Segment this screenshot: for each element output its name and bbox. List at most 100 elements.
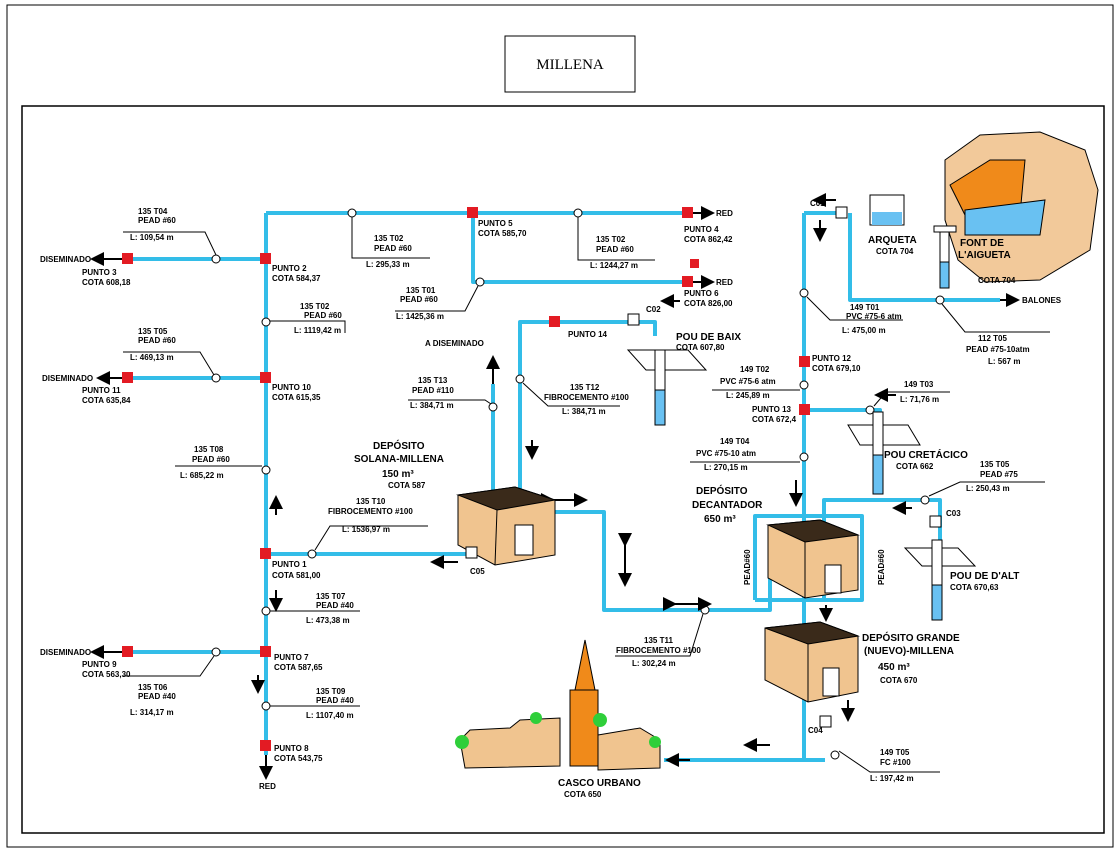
label-punto11: PUNTO 11 <box>82 386 121 395</box>
tramo-t11-l3: L: 302,24 m <box>632 659 676 668</box>
label-c04: C04 <box>808 726 823 735</box>
label-pou-baix: POU DE BAIX <box>676 332 741 343</box>
leader-t12 <box>522 382 620 407</box>
label-punto7: PUNTO 7 <box>274 653 309 662</box>
node-punto10 <box>260 372 271 383</box>
tramo-t02c-l2: PEAD #60 <box>304 311 342 320</box>
flow-arrows <box>90 193 1020 780</box>
label-dep-solana-4: COTA 587 <box>388 481 426 490</box>
tramo-t08-l2: PEAD #60 <box>192 455 230 464</box>
pipe-balones <box>848 213 1000 302</box>
tramo-t04b-l2: PVC #75-10 atm <box>696 449 756 458</box>
tramo-t04a-l2: PEAD #60 <box>138 216 176 225</box>
label-dep-grande-1: DEPÓSITO GRANDE <box>862 631 960 644</box>
label-punto12-cota: COTA 679,10 <box>812 364 861 373</box>
label-red-1: RED <box>716 209 733 218</box>
label-peadgo-2: PEAD#60 <box>877 549 886 585</box>
page-border <box>6 4 1114 848</box>
tramo-t05d-l3: L: 197,42 m <box>870 774 914 783</box>
label-arqueta-cota: COTA 704 <box>876 247 914 256</box>
node-punto6 <box>682 276 693 287</box>
tramo-t02a-l3: L: 295,33 m <box>366 260 410 269</box>
c01-box <box>835 206 848 219</box>
tramo-t09-l2: PEAD #40 <box>316 696 354 705</box>
label-punto11-cota: COTA 635,84 <box>82 396 131 405</box>
marker-t02a <box>347 208 357 218</box>
node-punto3 <box>122 253 133 264</box>
tramo-t03-l1: 149 T03 <box>904 380 934 389</box>
tramo-t03-l3: L: 71,76 m <box>900 395 939 404</box>
label-dep-grande-3: 450 m³ <box>878 662 910 673</box>
tramo-t12-l1: 135 T12 <box>570 383 600 392</box>
leader-t01b <box>806 296 903 321</box>
label-c02: C02 <box>646 305 661 314</box>
leader-t05d <box>838 750 940 773</box>
tramo-t01b-l3: L: 475,00 m <box>842 326 886 335</box>
diagram-title: MILLENA <box>536 57 604 73</box>
pipes <box>130 211 1000 762</box>
marker-t03 <box>865 405 875 415</box>
tramo-t05d-l1: 149 T05 <box>880 748 910 757</box>
label-dep-decant-3: 650 m³ <box>704 514 736 525</box>
marker-t10 <box>307 549 317 559</box>
label-c03: C03 <box>946 509 961 518</box>
c03-box <box>929 515 942 528</box>
tramo-t05a-l1: 135 T05 <box>138 327 168 336</box>
tramo-t12-l3: L: 384,71 m <box>562 407 606 416</box>
label-red-2: RED <box>716 278 733 287</box>
label-dep-decant-1: DEPÓSITO <box>696 484 748 497</box>
tramo-t13-l1: 135 T13 <box>418 376 448 385</box>
casco-urbano <box>455 639 661 771</box>
tramo-t07-l1: 135 T07 <box>316 592 346 601</box>
label-punto13: PUNTO 13 <box>752 405 792 414</box>
tramo-t13-l2: PEAD #110 <box>412 386 454 395</box>
nodes <box>122 207 810 751</box>
label-font-cota: COTA 704 <box>978 276 1016 285</box>
label-balones: BALONES <box>1022 296 1062 305</box>
tramo-t04b-l1: 149 T04 <box>720 437 750 446</box>
leader-t02c <box>270 320 346 333</box>
marker-t07 <box>261 606 271 616</box>
font-aigueta <box>933 131 1099 289</box>
tramo-t06-l2: PEAD #40 <box>138 692 176 701</box>
label-punto8-cota: COTA 543,75 <box>274 754 323 763</box>
tramo-t01a-l2: PEAD #60 <box>400 295 438 304</box>
label-red-3: RED <box>259 782 276 791</box>
label-pou-alt: POU DE D'ALT <box>950 571 1019 582</box>
leader-t10 <box>314 525 428 551</box>
marker-t04 <box>211 254 221 264</box>
label-punto9: PUNTO 9 <box>82 660 117 669</box>
tank-decantador <box>766 519 860 599</box>
label-punto6-cota: COTA 826,00 <box>684 299 733 308</box>
label-c01: C01 <box>810 199 825 208</box>
label-dep-solana-3: 150 m³ <box>382 469 414 480</box>
tramo-t11-l2: FIBROCEMENTO #100 <box>616 646 701 655</box>
tramo-t09-l3: L: 1107,40 m <box>306 711 354 720</box>
label-dep-grande-4: COTA 670 <box>880 676 918 685</box>
branch-punto6-pipe <box>471 213 688 284</box>
label-diseminado-3: DISEMINADO <box>40 648 91 657</box>
pipe-pou-baix <box>518 320 657 498</box>
tramo-t05b-l1: 112 T05 <box>978 334 1007 343</box>
leader-t13 <box>408 399 492 405</box>
label-diseminado-2: DISEMINADO <box>42 374 93 383</box>
tramo-t08-l1: 135 T08 <box>194 445 224 454</box>
tramo-t02b-l1: 135 T02 <box>596 235 626 244</box>
node-punto7 <box>260 646 271 657</box>
tramo-markers <box>211 208 945 760</box>
marker-t01b <box>799 288 809 298</box>
label-punto13-cota: COTA 672,4 <box>752 415 797 424</box>
tramo-t01a-l3: L: 1425,36 m <box>396 312 444 321</box>
label-punto1: PUNTO 1 <box>272 560 307 569</box>
double-arrows <box>541 493 712 611</box>
tramo-t05a-l3: L: 469,13 m <box>130 353 174 362</box>
label-c05: C05 <box>470 567 485 576</box>
node-punto2 <box>260 253 271 264</box>
node-punto1 <box>260 548 271 559</box>
decantador-loop <box>753 514 864 602</box>
marker-t12 <box>515 374 525 384</box>
leader-t01a <box>395 285 479 312</box>
marker-t02c <box>261 317 271 327</box>
label-casco-cota: COTA 650 <box>564 790 602 799</box>
tramo-t02d-l3: L: 245,89 m <box>726 391 770 400</box>
